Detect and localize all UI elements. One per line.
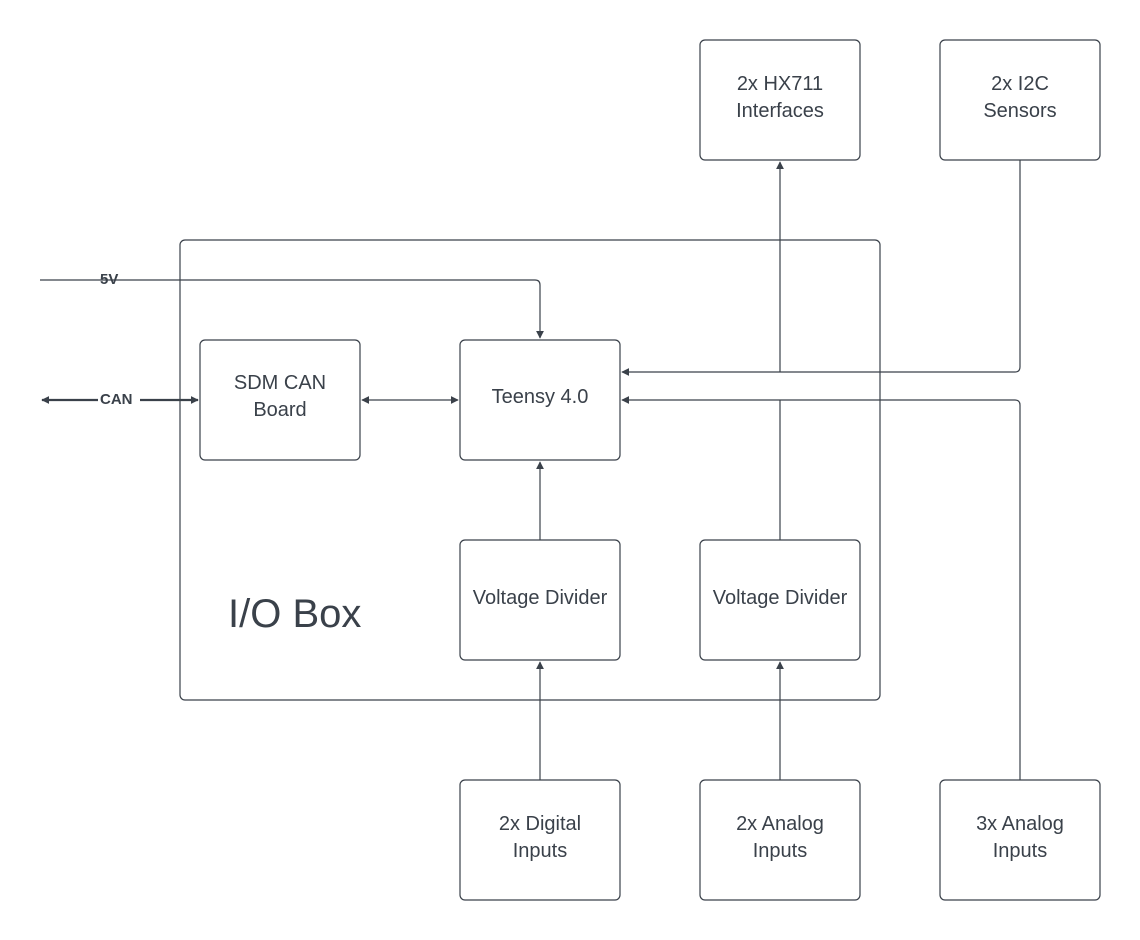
analog-inputs-3x-label-line2: Inputs [993, 840, 1047, 862]
voltage-divider-analog-block[interactable]: Voltage Divider [699, 539, 861, 661]
voltage-divider-digital-label: Voltage Divider [473, 587, 608, 609]
digital-inputs-block[interactable]: 2x Digital Inputs [459, 779, 621, 901]
io-box-container [179, 239, 881, 701]
digital-inputs-label-line2: Inputs [513, 840, 567, 862]
voltage-divider-digital-block[interactable]: Voltage Divider [459, 539, 621, 661]
io-box-label: I/O Box [228, 592, 361, 636]
sdm-can-board-block[interactable]: SDM CAN Board [199, 339, 361, 461]
hx711-label-line2: Interfaces [736, 100, 824, 122]
voltage-divider-analog-label: Voltage Divider [713, 587, 848, 609]
sdm-can-label-line2: Board [253, 399, 306, 421]
hx711-interfaces-block[interactable]: 2x HX711 Interfaces [699, 39, 861, 161]
i2c-connector [621, 160, 1021, 376]
analog-inputs-2x-label-line2: Inputs [753, 840, 807, 862]
sdm-can-label-line1: SDM CAN [234, 372, 326, 394]
i2c-label-line1: 2x I2C [991, 73, 1049, 95]
hx711-label-line1: 2x HX711 [737, 73, 823, 95]
teensy-label: Teensy 4.0 [492, 386, 589, 408]
analog-inputs-2x-label-line1: 2x Analog [736, 813, 824, 835]
analog-inputs-2x-block[interactable]: 2x Analog Inputs [699, 779, 861, 901]
analog-3x-connector [621, 396, 1021, 780]
can-label: CAN [100, 391, 133, 408]
power-5v-label: 5V [100, 271, 118, 288]
analog-inputs-3x-block[interactable]: 3x Analog Inputs [939, 779, 1101, 901]
i2c-sensors-block[interactable]: 2x I2C Sensors [939, 39, 1101, 161]
power-5v-connector [40, 279, 544, 339]
analog-inputs-3x-label-line1: 3x Analog [976, 813, 1064, 835]
teensy-block[interactable]: Teensy 4.0 [459, 339, 621, 461]
digital-inputs-label-line1: 2x Digital [499, 813, 581, 835]
can-label-backdrop [98, 389, 140, 409]
i2c-label-line2: Sensors [983, 100, 1056, 122]
